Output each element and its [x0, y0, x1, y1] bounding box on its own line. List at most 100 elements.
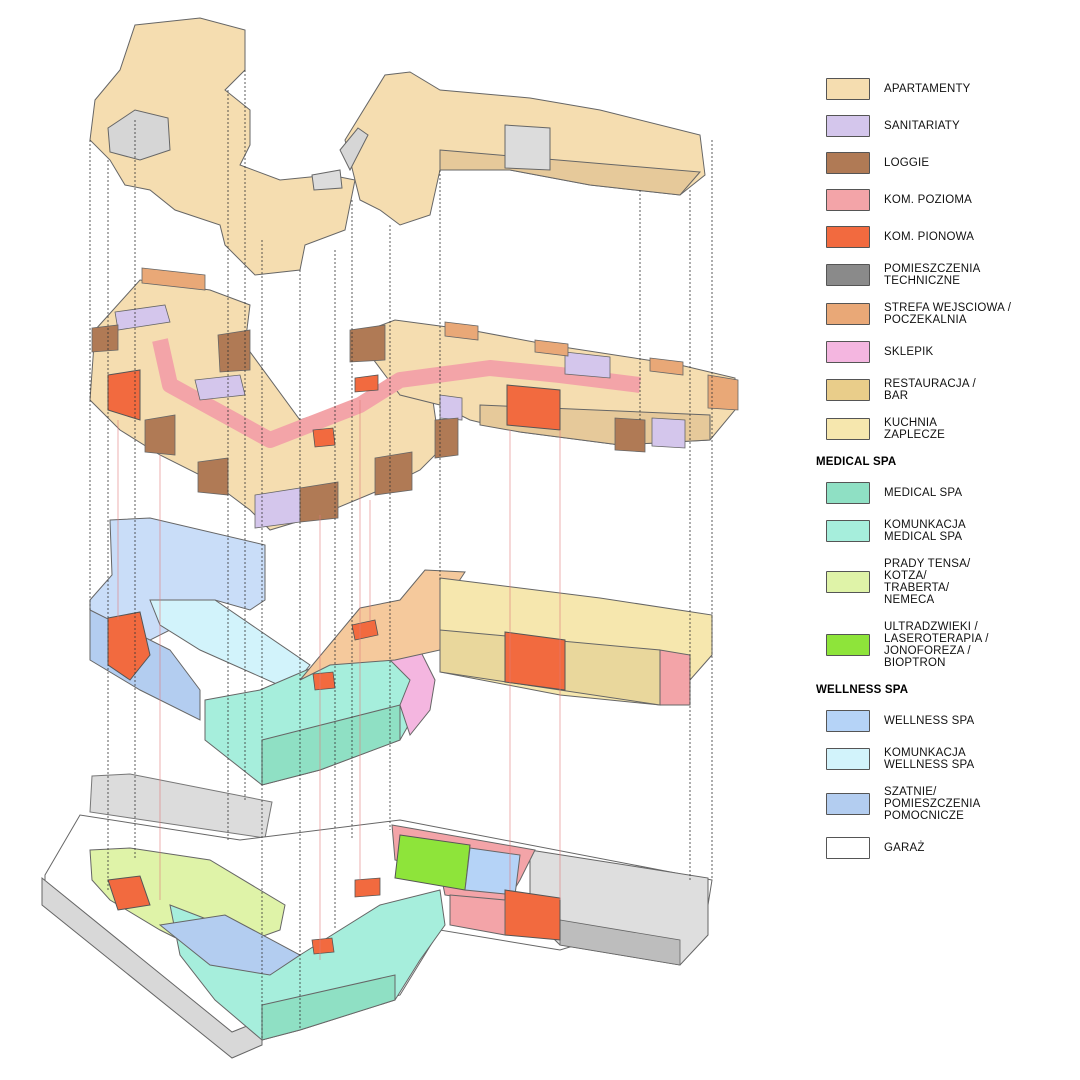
legend-general-list: APARTAMENTY SANITARIATY LOGGIE KOM. POZIOMA…: [812, 78, 1074, 441]
loggia-6: [299, 481, 339, 523]
loggia-11: [707, 374, 739, 411]
legend-label-komunikacja-wellness: KOMUNKACJA WELLNESS SPA: [884, 747, 975, 771]
legend-swatch-medical-spa: [826, 482, 870, 504]
ff-sanitary-4: [564, 351, 611, 379]
legend-swatch-kom-pozioma: [826, 189, 870, 211]
basement-red-room: [449, 894, 506, 936]
loggia-3: [217, 329, 251, 373]
legend-label-apartamenty: APARTAMENTY: [884, 83, 971, 95]
top-technical-3: [339, 127, 369, 172]
legend-item-sklepik: SKLEPIK: [812, 341, 1074, 363]
legend-label-ultradzwieki: ULTRADZWIEKI / LASEROTERAPIA / JONOFOREZ…: [884, 621, 989, 669]
top-technical-1: [107, 109, 171, 161]
top-floor-level: [89, 17, 706, 276]
ground-stair-right: [504, 631, 566, 691]
technical-plate: [89, 773, 273, 839]
basement-lift: [354, 877, 381, 898]
legend-item-pomieszczenia-techniczne: POMIESZCZENIA TECHNICZNE: [812, 263, 1074, 287]
legend-item-restauracja: RESTAURACJA / BAR: [812, 378, 1074, 402]
legend-item-kom-pionowa: KOM. PIONOWA: [812, 226, 1074, 248]
loggia-1: [141, 267, 206, 291]
top-technical-2: [504, 124, 551, 171]
legend-swatch-apartamenty: [826, 78, 870, 100]
ff-sanitary-6: [439, 394, 463, 421]
legend-swatch-garaz: [826, 837, 870, 859]
basement-stair-left: [107, 875, 151, 911]
legend-label-pomieszczenia-techniczne: POMIESZCZENIA TECHNICZNE: [884, 263, 981, 287]
loggia-14: [649, 357, 684, 376]
legend-swatch-komunikacja-medical: [826, 520, 870, 542]
wellness-spa-heading: WELLNESS SPA: [816, 684, 909, 696]
legend-swatch-wellness-spa: [826, 710, 870, 732]
legend-swatch-szatnie: [826, 793, 870, 815]
top-left-wing: [89, 17, 356, 276]
first-floor-corridor: [152, 338, 641, 448]
legend-item-apartamenty: APARTAMENTY: [812, 78, 1074, 100]
wellness-rooms: [158, 914, 301, 976]
medical-spa-level: [89, 517, 713, 786]
loggia-4: [144, 414, 176, 456]
loggia-7: [374, 451, 413, 496]
legend-label-sklepik: SKLEPIK: [884, 346, 934, 358]
garage-level: [41, 773, 713, 1059]
legend: APARTAMENTY SANITARIATY LOGGIE KOM. POZIOMA…: [812, 78, 1074, 874]
legend-item-komunikacja-wellness: KOMUNKACJA WELLNESS SPA: [812, 747, 1074, 771]
legend-label-prady: PRADY TENSA/ KOTZA/ TRABERTA/ NEMECA: [884, 558, 971, 606]
first-floor-level: [89, 267, 739, 531]
legend-swatch-sklepik: [826, 341, 870, 363]
legend-item-komunikacja-medical: KOMUNKACJA MEDICAL SPA: [812, 519, 1074, 543]
legend-swatch-prady: [826, 571, 870, 593]
legend-item-medical-spa: MEDICAL SPA: [812, 482, 1074, 504]
legend-swatch-loggie: [826, 152, 870, 174]
legend-label-restauracja: RESTAURACJA / BAR: [884, 378, 976, 402]
legend-swatch-pomieszczenia-techniczne: [826, 264, 870, 286]
ground-stair-mid: [312, 671, 336, 691]
legend-label-kuchnia: KUCHNIA ZAPLECZE: [884, 417, 946, 441]
entrance-stair: [351, 619, 379, 641]
legend-label-wellness-spa: WELLNESS SPA: [884, 715, 975, 727]
legend-swatch-strefa-wejsciowa: [826, 303, 870, 325]
legend-label-sanitariaty: SANITARIATY: [884, 120, 960, 132]
ff-stair-mid: [312, 427, 336, 448]
legend-label-medical-spa: MEDICAL SPA: [884, 487, 963, 499]
ff-stair-right: [506, 384, 561, 431]
legend-label-kom-pozioma: KOM. POZIOMA: [884, 194, 973, 206]
medical-spa-heading: MEDICAL SPA: [816, 456, 897, 468]
legend-swatch-restauracja: [826, 379, 870, 401]
legend-swatch-kom-pionowa: [826, 226, 870, 248]
basement-stair-center: [311, 937, 335, 955]
legend-swatch-ultradzwieki: [826, 634, 870, 656]
basement-wellness-rooms: [464, 847, 521, 896]
ff-stair-left-upper: [354, 374, 379, 393]
loggia-8: [434, 417, 459, 459]
legend-item-sanitariaty: SANITARIATY: [812, 115, 1074, 137]
loggia-5: [197, 457, 229, 496]
loggia-12: [444, 321, 479, 341]
legend-label-szatnie: SZATNIE/ POMIESZCZENIA POMOCNICZE: [884, 786, 981, 822]
legend-swatch-sanitariaty: [826, 115, 870, 137]
legend-item-prady: PRADY TENSA/ KOTZA/ TRABERTA/ NEMECA: [812, 558, 1074, 606]
loggia-13: [534, 339, 569, 357]
legend-label-loggie: LOGGIE: [884, 157, 930, 169]
wellness-wing-front: [261, 974, 396, 1041]
legend-item-szatnie: SZATNIE/ POMIESZCZENIA POMOCNICZE: [812, 786, 1074, 822]
legend-medical-list: MEDICAL SPA KOMUNKACJA MEDICAL SPA PRADY T…: [812, 482, 1074, 669]
ff-sanitary-5: [651, 417, 686, 449]
legend-swatch-komunikacja-wellness: [826, 748, 870, 770]
garage-slab-edge: [41, 876, 263, 1059]
legend-wellness-list: WELLNESS SPA KOMUNKACJA WELLNESS SPA SZATN…: [812, 710, 1074, 859]
loggia-2: [91, 324, 119, 353]
exploded-axonometric-diagram: [41, 17, 739, 1059]
sklepik: [383, 649, 436, 737]
legend-item-kuchnia: KUCHNIA ZAPLECZE: [812, 417, 1074, 441]
legend-item-garaz: GARAŻ: [812, 837, 1074, 859]
legend-label-kom-pionowa: KOM. PIONOWA: [884, 231, 975, 243]
ff-sanitary-1: [114, 304, 171, 331]
legend-item-kom-pozioma: KOM. POZIOMA: [812, 189, 1074, 211]
legend-item-loggie: LOGGIE: [812, 152, 1074, 174]
loggia-9: [349, 324, 386, 363]
red-alignment-lines: [117, 400, 561, 960]
legend-item-ultradzwieki: ULTRADZWIEKI / LASEROTERAPIA / JONOFOREZ…: [812, 621, 1074, 669]
top-technical-4: [311, 169, 343, 191]
alignment-lines: [89, 70, 713, 1040]
